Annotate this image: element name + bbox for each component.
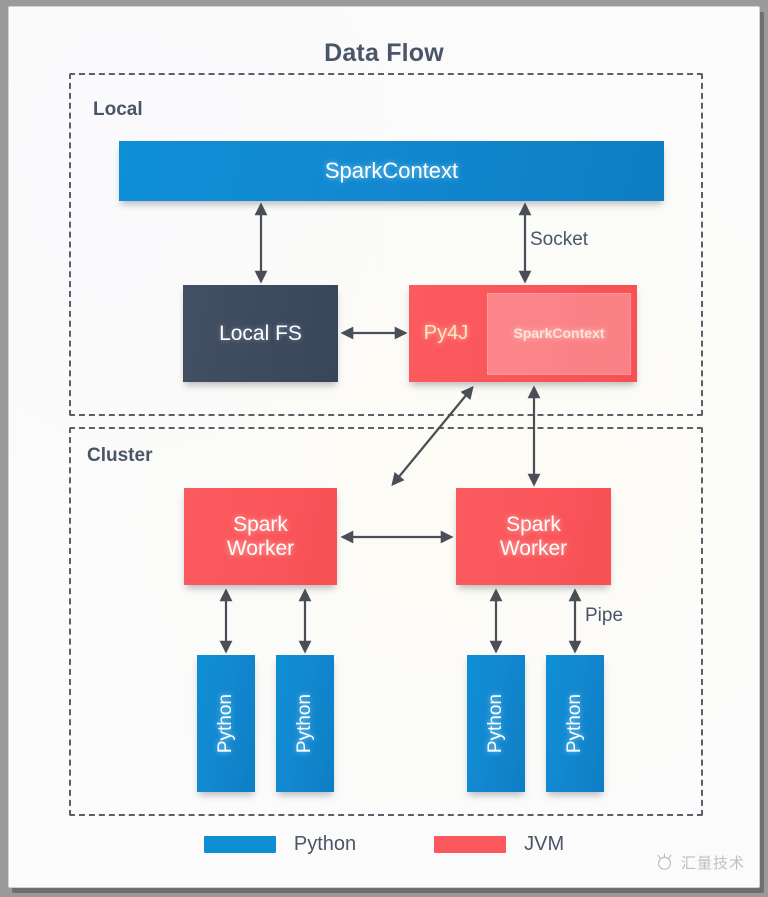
watermark-text: 汇量技术 bbox=[680, 855, 745, 872]
logo-icon bbox=[657, 853, 672, 870]
group-label-cluster: Cluster bbox=[87, 445, 153, 466]
node-python-3-label: Python bbox=[485, 693, 507, 754]
node-py4j-label: Py4J bbox=[423, 322, 469, 345]
edge-py4j-worker-left bbox=[391, 386, 474, 486]
node-sparkcontext-jvm[interactable]: SparkContext bbox=[487, 293, 631, 375]
node-python-2[interactable]: Python bbox=[276, 655, 334, 792]
node-python-2-label: Python bbox=[294, 693, 316, 754]
node-local-fs-label: Local FS bbox=[219, 321, 302, 345]
node-python-1-label: Python bbox=[215, 693, 237, 754]
legend-item-python: Python bbox=[203, 833, 357, 856]
node-spark-worker-left[interactable]: Spark Worker bbox=[184, 488, 337, 585]
legend-label-jvm: JVM bbox=[524, 833, 565, 855]
watermark: 汇量技术 bbox=[655, 852, 745, 873]
arrows-layer bbox=[219, 202, 582, 654]
node-python-1[interactable]: Python bbox=[197, 655, 255, 792]
node-local-fs[interactable]: Local FS bbox=[183, 285, 338, 382]
legend-label-python: Python bbox=[293, 833, 357, 855]
legend-swatch-python-icon bbox=[203, 836, 276, 853]
node-python-4[interactable]: Python bbox=[546, 655, 604, 792]
page-title: Data Flow bbox=[324, 39, 444, 67]
node-py4j[interactable]: Py4J SparkContext bbox=[409, 285, 637, 382]
diagram-surface: Data Flow Local Cluster bbox=[8, 6, 760, 888]
node-python-4-label: Python bbox=[564, 693, 586, 754]
group-box-local bbox=[69, 73, 703, 416]
edge-label-socket: Socket bbox=[530, 229, 589, 250]
legend-swatch-jvm-icon bbox=[434, 836, 507, 853]
group-box-cluster bbox=[69, 427, 703, 816]
legend: Python JVM bbox=[9, 833, 759, 856]
group-label-local: Local bbox=[93, 99, 143, 120]
node-sparkcontext-local-label: SparkContext bbox=[324, 157, 459, 183]
node-spark-worker-right[interactable]: Spark Worker bbox=[456, 488, 611, 585]
legend-item-jvm: JVM bbox=[434, 833, 564, 856]
node-sparkcontext-local[interactable]: SparkContext bbox=[119, 141, 664, 201]
edge-label-pipe: Pipe bbox=[585, 605, 624, 626]
node-spark-worker-left-label: Spark Worker bbox=[226, 512, 295, 560]
node-spark-worker-right-label: Spark Worker bbox=[499, 512, 568, 560]
node-py4j-label-wrap: Py4J bbox=[409, 285, 483, 382]
node-sparkcontext-jvm-label: SparkContext bbox=[513, 325, 605, 342]
node-python-3[interactable]: Python bbox=[467, 655, 525, 792]
